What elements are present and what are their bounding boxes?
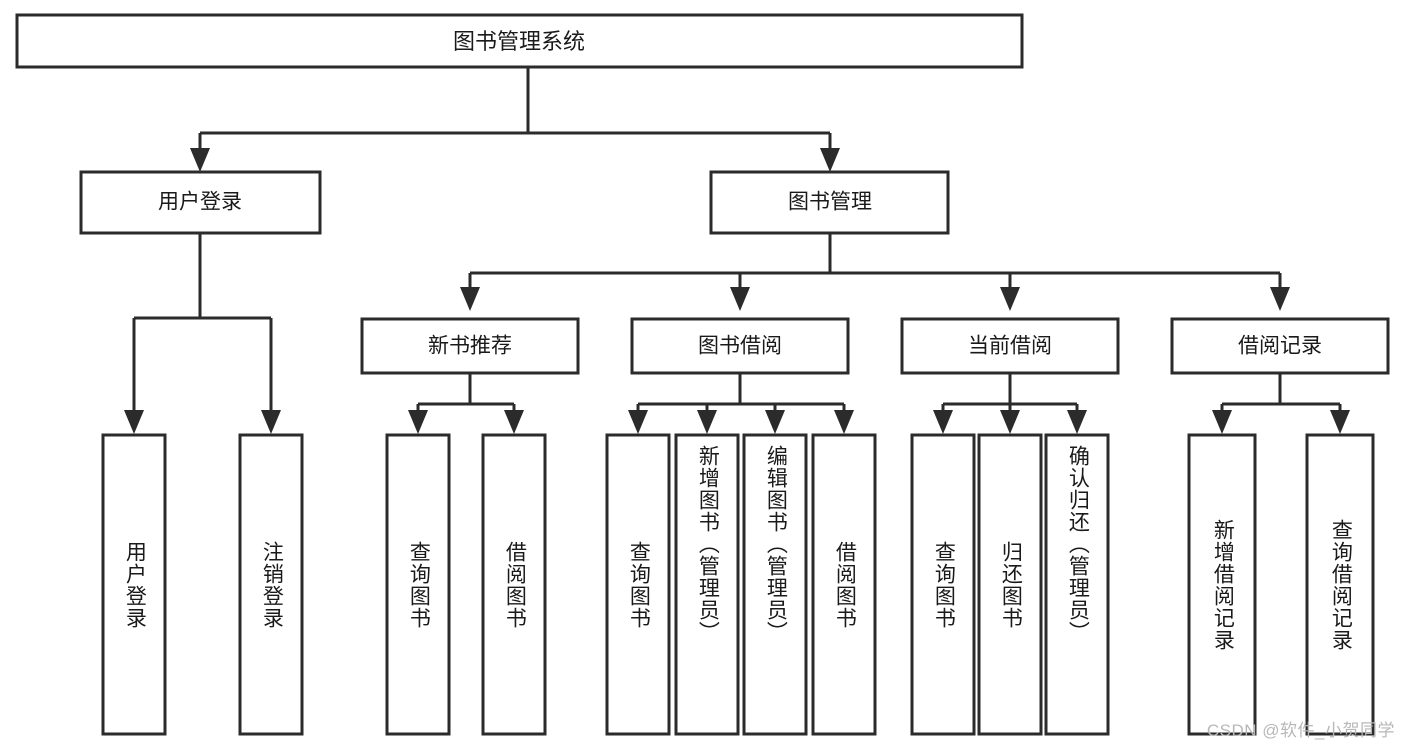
arrow-head-leaf-borrow-record-0 — [1212, 410, 1232, 434]
arrow-head-leaf-borrow-record-1 — [1330, 410, 1350, 434]
node-root-label: 图书管理系统 — [453, 29, 585, 54]
arrow-head-book-borrow — [730, 287, 750, 311]
arrow-head-leaf-book-borrow-0 — [628, 410, 648, 434]
leaf-box-user-login-0[interactable] — [101, 433, 167, 736]
node-new-book-recommend[interactable]: 新书推荐 — [360, 317, 580, 375]
arrow-head-leaf-current-borrow-0 — [933, 410, 953, 434]
arrow-head-current-borrow — [1000, 287, 1020, 311]
node-book-borrow-label: 图书借阅 — [698, 335, 782, 358]
node-book-management-box[interactable] — [709, 170, 950, 235]
node-book-management[interactable]: 图书管理 — [709, 170, 950, 235]
leaf-box-book-borrow-1[interactable] — [674, 433, 740, 736]
arrow-head-leaf-new-book-0 — [408, 410, 428, 434]
node-user-login-label: 用户登录 — [158, 191, 242, 214]
node-borrow-record-box[interactable] — [1170, 317, 1390, 375]
node-root[interactable]: 图书管理系统 — [15, 13, 1024, 69]
arrow-head-user-login — [190, 148, 210, 172]
leaf-box-borrow-record-1[interactable] — [1305, 433, 1375, 736]
arrow-head-leaf-book-borrow-3 — [834, 410, 854, 434]
leaf-box-book-borrow-2[interactable] — [742, 433, 808, 736]
arrow-head-leaf-book-borrow-1 — [697, 410, 717, 434]
node-root-box[interactable] — [15, 13, 1024, 69]
node-new-book-recommend-box[interactable] — [360, 317, 580, 375]
node-book-management-label: 图书管理 — [788, 191, 872, 214]
arrow-head-borrow-record — [1270, 287, 1290, 311]
node-current-borrow-label: 当前借阅 — [968, 335, 1052, 358]
node-book-borrow[interactable]: 图书借阅 — [630, 317, 850, 375]
connector-layer — [124, 67, 1350, 434]
csdn-watermark: CSDN @软件_小贺同学 — [1206, 721, 1395, 740]
node-layer: 图书管理系统 用户登录 图书管理 新书推荐 图书借阅 当前 — [15, 13, 1390, 736]
arrow-head-leaf-new-book-1 — [504, 410, 524, 434]
leaf-box-new-book-0[interactable] — [385, 433, 451, 736]
arrow-head-leaf-user-login-0 — [124, 410, 144, 434]
arrow-head-leaf-current-borrow-1 — [1000, 410, 1020, 434]
arrow-head-leaf-book-borrow-2 — [765, 410, 785, 434]
node-book-borrow-box[interactable] — [630, 317, 850, 375]
leaf-box-borrow-record-0[interactable] — [1187, 433, 1257, 736]
leaf-box-current-borrow-1[interactable] — [977, 433, 1043, 736]
arrow-head-leaf-current-borrow-2 — [1067, 410, 1087, 434]
leaf-box-current-borrow-2[interactable] — [1044, 433, 1110, 736]
arrow-head-book-mgmt — [820, 148, 840, 172]
node-user-login[interactable]: 用户登录 — [79, 170, 322, 235]
leaf-box-book-borrow-3[interactable] — [811, 433, 877, 736]
node-current-borrow[interactable]: 当前借阅 — [900, 317, 1120, 375]
node-user-login-box[interactable] — [79, 170, 322, 235]
leaf-box-new-book-1[interactable] — [481, 433, 547, 736]
leaf-box-user-login-1[interactable] — [238, 433, 304, 736]
node-new-book-recommend-label: 新书推荐 — [428, 335, 512, 358]
node-borrow-record[interactable]: 借阅记录 — [1170, 317, 1390, 375]
leaf-box-book-borrow-0[interactable] — [605, 433, 671, 736]
arrow-head-new-book — [460, 287, 480, 311]
arrow-head-leaf-user-login-1 — [261, 410, 281, 434]
node-borrow-record-label: 借阅记录 — [1238, 335, 1322, 358]
leaf-box-current-borrow-0[interactable] — [910, 433, 976, 736]
node-current-borrow-box[interactable] — [900, 317, 1120, 375]
